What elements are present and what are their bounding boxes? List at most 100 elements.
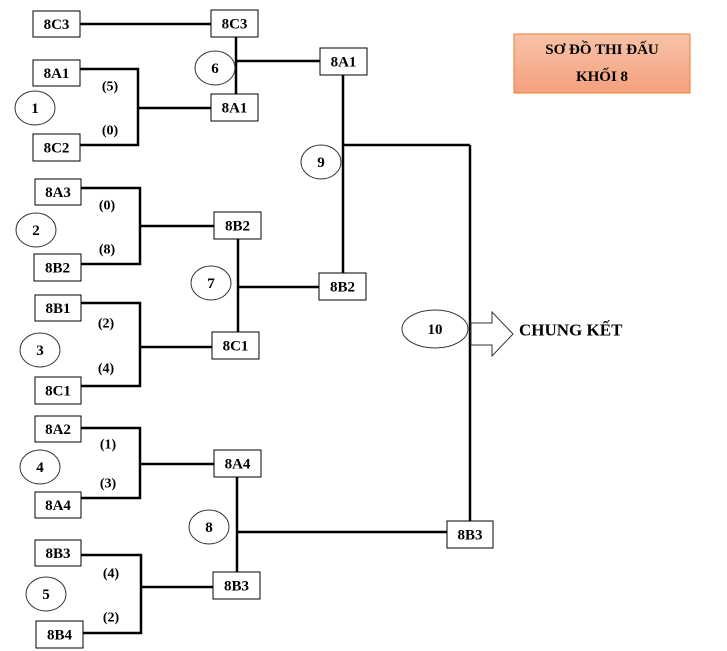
final-label: CHUNG KẾT — [519, 321, 623, 340]
r1-box-match4-b: 8A4 — [34, 491, 82, 519]
title-box: SƠ ĐỒ THI ĐẤU KHỐI 8 — [513, 33, 691, 94]
final-arrow-icon — [470, 310, 514, 358]
team-label: 8B1 — [45, 301, 70, 317]
team-label: 8C3 — [44, 17, 70, 33]
team-box-frame — [210, 9, 259, 38]
r1-box-match5-a: 8B3 — [34, 539, 82, 567]
r2-box-match8-a: 8A4 — [213, 449, 262, 478]
bracket-match-3 — [81, 301, 142, 388]
match-circle — [401, 309, 469, 349]
match-number-circles: 1 2 3 4 5 6 7 8 9 10 — [14, 50, 469, 612]
match-number-2: 2 — [15, 212, 57, 248]
team-label: 8B2 — [225, 219, 250, 235]
match-circle — [25, 576, 67, 612]
team-box-frame — [318, 272, 367, 301]
score-match5-b: (2) — [103, 611, 120, 626]
team-box-frame — [34, 376, 82, 405]
team-box-frame — [34, 294, 82, 322]
match-number-label: 5 — [42, 587, 50, 603]
team-box-frame — [32, 59, 81, 87]
r3-box-match9-a: 8A1 — [319, 47, 368, 76]
team-box-frame — [32, 133, 81, 162]
team-box-frame — [34, 491, 82, 519]
team-box-frame — [210, 93, 259, 122]
match-circle — [19, 332, 61, 368]
match-number-label: 8 — [205, 520, 213, 536]
match-number-label: 6 — [211, 61, 219, 77]
team-label: 8B3 — [224, 579, 249, 595]
team-box-frame — [212, 571, 261, 600]
match-circle — [188, 509, 230, 545]
match-number-1: 1 — [14, 90, 56, 126]
team-box-frame — [33, 253, 82, 282]
match-number-7: 7 — [190, 265, 232, 301]
match-circle — [14, 90, 56, 126]
match-number-9: 9 — [300, 144, 342, 180]
r2-box-match7-a: 8B2 — [213, 211, 262, 240]
team-label: 8B4 — [47, 628, 73, 644]
match-number-label: 1 — [31, 101, 39, 117]
team-label: 8B2 — [330, 280, 355, 296]
score-match3-b: (4) — [98, 362, 115, 377]
team-label: 8A3 — [45, 185, 71, 201]
r1-box-match3-b: 8C1 — [34, 376, 82, 405]
match-circle — [300, 144, 342, 180]
match-number-8: 8 — [188, 509, 230, 545]
team-label: 8C2 — [44, 141, 70, 157]
team-label: 8B3 — [457, 528, 482, 544]
r2-box-match7-b: 8C1 — [211, 331, 260, 360]
score-match1-b: (0) — [102, 124, 119, 139]
r2-box-match8-b: 8B3 — [212, 571, 261, 600]
score-match5-a: (4) — [103, 567, 120, 582]
team-box-frame — [211, 331, 260, 360]
score-match2-b: (8) — [99, 243, 116, 258]
r1-box-match3-a: 8B1 — [34, 294, 82, 322]
r2-box-match6-b: 8A1 — [210, 93, 259, 122]
team-box-frame — [213, 449, 262, 478]
r1-box-8c3: 8C3 — [32, 10, 81, 38]
title-line-1: SƠ ĐỒ THI ĐẤU — [545, 40, 659, 58]
team-box-frame — [34, 539, 82, 567]
team-box-frame — [213, 211, 262, 240]
match-number-label: 4 — [36, 460, 44, 476]
match-number-label: 3 — [36, 343, 44, 359]
r3-box-bye: 8B3 — [446, 520, 494, 549]
team-label: 8A1 — [44, 66, 70, 82]
match-number-label: 9 — [317, 155, 325, 171]
team-box-frame — [319, 47, 368, 76]
match-number-5: 5 — [25, 576, 67, 612]
team-box-frame — [34, 178, 82, 206]
match-number-6: 6 — [194, 50, 236, 86]
score-match3-a: (2) — [98, 317, 115, 332]
team-box-frame — [446, 520, 494, 549]
r1-box-match5-b: 8B4 — [35, 620, 84, 649]
match-circle — [19, 449, 61, 485]
team-label: 8B2 — [45, 261, 70, 277]
team-label: 8A1 — [331, 55, 357, 71]
score-match2-a: (0) — [99, 199, 116, 214]
bracket-match-5 — [81, 553, 143, 635]
match-number-label: 2 — [32, 223, 40, 239]
team-label: 8B3 — [45, 546, 70, 562]
match-number-label: 7 — [207, 276, 215, 292]
r1-box-match1-b: 8C2 — [32, 133, 81, 162]
score-match4-a: (1) — [100, 438, 117, 453]
team-label: 8A2 — [45, 422, 71, 438]
r1-box-match2-a: 8A3 — [34, 178, 82, 206]
match-number-3: 3 — [19, 332, 61, 368]
team-label: 8A1 — [222, 101, 248, 117]
match-circle — [15, 212, 57, 248]
title-line-2: KHỐI 8 — [576, 67, 628, 85]
team-box-frame — [34, 415, 82, 443]
team-label: 8C1 — [223, 339, 249, 355]
match-number-10: 10 — [401, 309, 469, 349]
bracket-lines — [80, 22, 472, 635]
r1-box-match4-a: 8A2 — [34, 415, 82, 443]
r2-box-match6-a: 8C3 — [210, 9, 259, 38]
match-number-4: 4 — [19, 449, 61, 485]
match-circle — [190, 265, 232, 301]
team-label: 8C3 — [222, 17, 248, 33]
match-circle — [194, 50, 236, 86]
team-box-frame — [35, 620, 84, 649]
score-labels: (5)(0)(0)(8)(2)(4)(1)(3)(4)(2) — [98, 80, 120, 626]
